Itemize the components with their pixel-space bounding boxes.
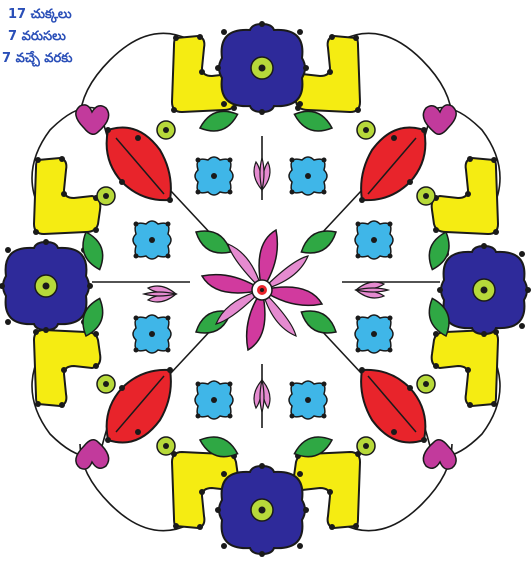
center-pinwheel — [200, 228, 324, 352]
caption: 17 చుక్కలు 7 వరుసలు 7 వచ్చే వరకు — [2, 4, 73, 70]
caption-line-dots: 17 చుక్కలు — [8, 7, 72, 22]
caption-line-until: 7 వచ్చే వరకు — [2, 51, 73, 66]
caption-line-rows: 7 వరుసలు — [8, 29, 66, 44]
